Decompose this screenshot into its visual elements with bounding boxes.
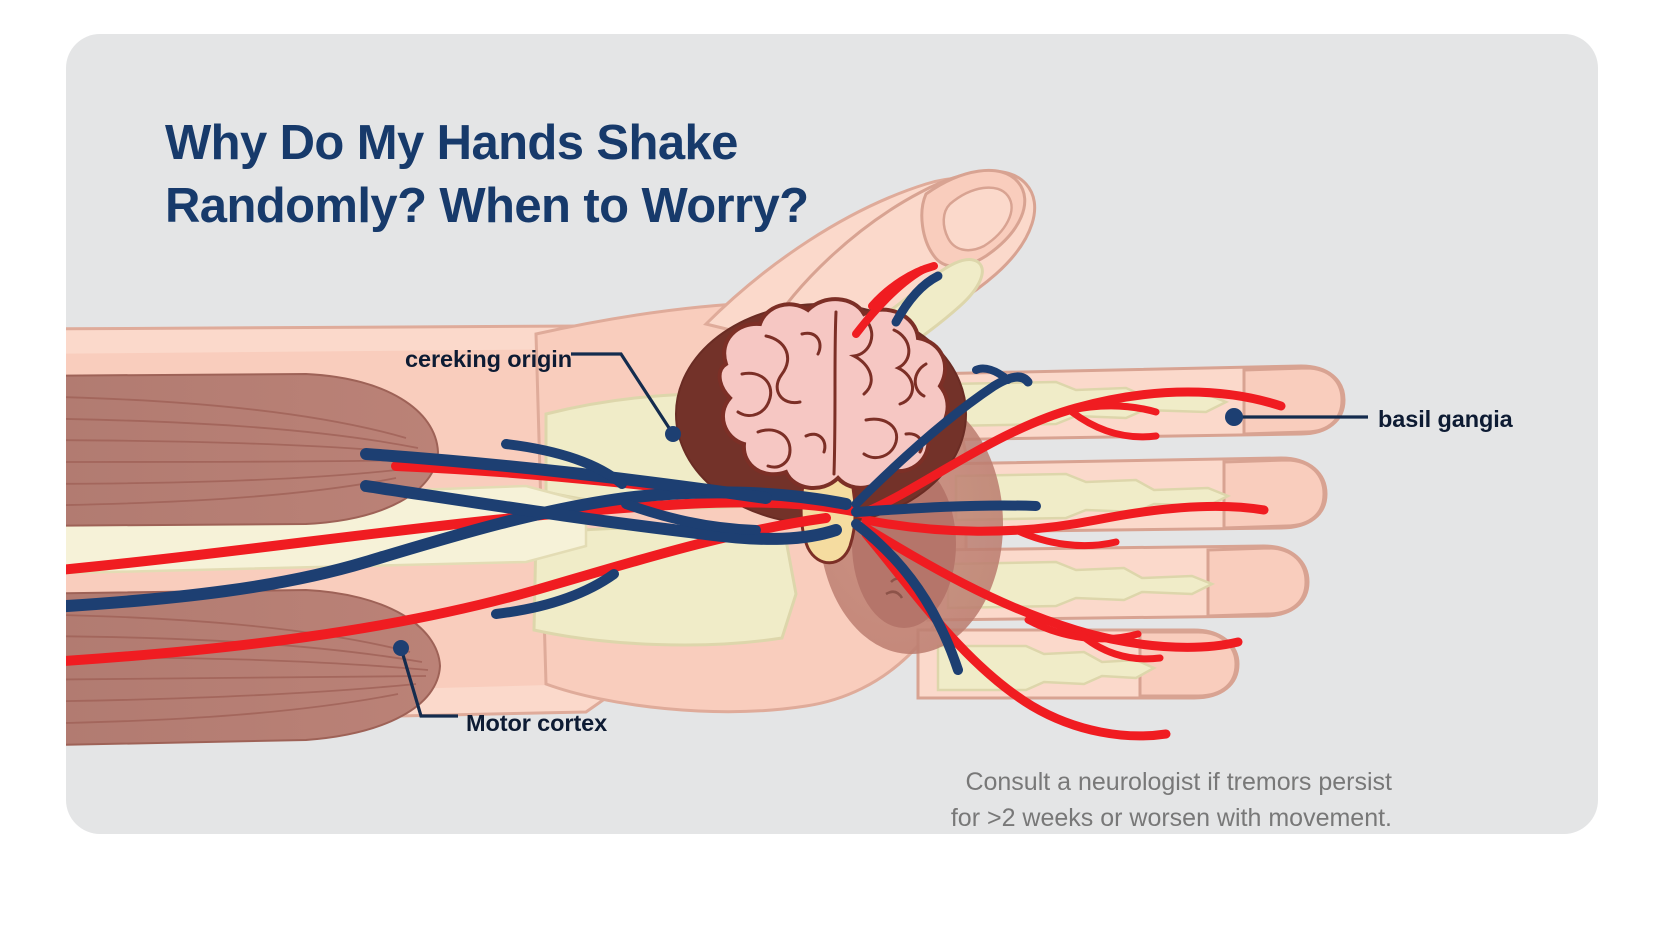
leader-dot-basil [1225,408,1243,426]
medical-disclaimer: Consult a neurologist if tremors persist… [950,768,1392,832]
callout-label-basal-ganglia: basil gangia [1378,406,1513,432]
callout-label-motor-cortex: Motor cortex [466,710,608,736]
leader-dot-motor [393,640,409,656]
anatomy-illustration [66,168,1368,748]
leader-dot-cerebral [665,426,681,442]
callout-label-cerebral-origin: cereking origin [405,346,572,372]
page-title: Why Do My Hands Shake Randomly? When to … [165,116,809,233]
leader-lines [393,352,1368,718]
nerves [66,271,1041,675]
illustration-card: Why Do My Hands Shake Randomly? When to … [66,34,1598,834]
